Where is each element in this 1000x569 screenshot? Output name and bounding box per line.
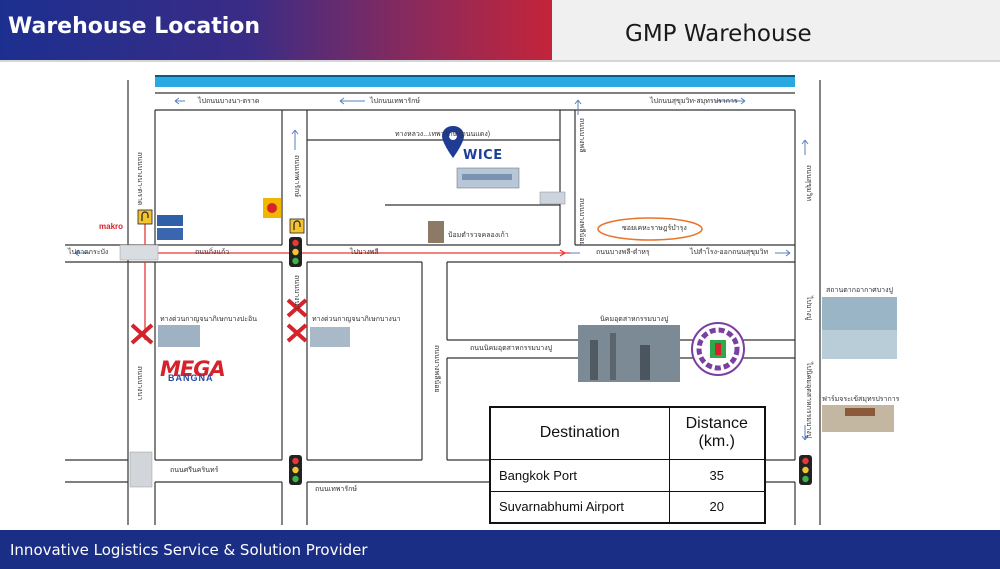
distance-cell: 20 xyxy=(668,490,766,524)
distance-table-header-row: Destination Distance (km.) xyxy=(489,406,766,460)
road-label-vertical-bangpu: ไปบางปู xyxy=(805,296,812,321)
road-label-vertical-estate: ไปนิคมอุตสาหกรรมบางปู xyxy=(805,362,812,439)
page-title: Warehouse Location xyxy=(8,14,261,39)
landmark-label-bangpu-resort: สถานตากอากาศบางปู xyxy=(826,287,893,294)
toll-plaza-photo xyxy=(119,244,159,261)
market-photo xyxy=(428,221,444,243)
landmark-label-expressway-mid: ทางด่วนกาญจนาภิเษกบางนา xyxy=(312,316,401,323)
landmark-label-expressway-left: ทางด่วนกาญจนาภิเษกบางปะอิน xyxy=(160,316,258,323)
road-label-king-kaew: ถนนกิ่งแก้ว xyxy=(195,249,230,256)
road-label-vertical-center: ถนนบางพลีน้อย xyxy=(433,345,440,393)
road-label-vertical-left-2: ถนนบางนา xyxy=(136,366,143,401)
destination-cell: Suvarnabhumi Airport xyxy=(489,490,670,524)
distance-cell: 35 xyxy=(668,458,766,492)
expressway-photo-2 xyxy=(310,327,350,347)
road-label-theparak-bottom: ถนนเทพารักษ์ xyxy=(315,486,357,493)
direction-arrows xyxy=(74,97,809,441)
road-label-lat-krabang: ไปลาดกระบัง xyxy=(68,249,109,256)
header-distance: Distance (km.) xyxy=(668,406,766,460)
road-label-theparak: ไปถนนเทพารักษ์ xyxy=(370,98,420,105)
gate-photo xyxy=(539,191,566,205)
landmark-label-police-box: ป้อมตำรวจคลองเก้า xyxy=(448,232,509,239)
expressway-photo xyxy=(158,325,200,347)
tesco-logo xyxy=(157,215,183,226)
toll-booth-photo xyxy=(129,451,153,488)
landmark-label-campus: ซอยเคหะราษฎร์บำรุง xyxy=(622,225,687,232)
table-row: Bangkok Port 35 xyxy=(489,458,766,492)
page-subtitle: GMP Warehouse xyxy=(625,21,812,47)
footer-tagline: Innovative Logistics Service & Solution … xyxy=(10,541,368,559)
road-label-estate-road: ถนนนิคมอุตสาหกรรมบางปู xyxy=(470,345,553,352)
header-right-panel xyxy=(552,0,1000,60)
road-label-samrong: ไปสำโรง-ออกถนนสุขุมวิท xyxy=(690,249,769,256)
footer-bar: Innovative Logistics Service & Solution … xyxy=(0,530,1000,569)
road-label-sukhumvit: ไปถนนสุขุมวิท-สมุทรปราการ xyxy=(650,98,738,105)
road-label-vertical-right: ถนนบางพลี xyxy=(578,118,585,153)
road-label-vertical-right-2: ถนนบางพลีน้อย xyxy=(578,198,585,246)
location-map: ไปถนนบางนา-ตราด ไปถนนเทพารักษ์ ไปถนนสุขุ… xyxy=(65,75,900,525)
header-destination: Destination xyxy=(489,406,670,460)
river xyxy=(155,77,795,87)
warehouse-pin-icon xyxy=(442,126,464,158)
wice-logo: WICE xyxy=(463,148,503,163)
road-label-vertical-mid: ถนนเทพารักษ์ xyxy=(293,155,300,197)
mega-bangna-sub: BANGNA xyxy=(168,373,214,383)
header-banner: Warehouse Location xyxy=(0,0,552,60)
traffic-light-icon-3 xyxy=(799,455,812,485)
road-network xyxy=(65,80,821,525)
traffic-light-icon-2 xyxy=(289,455,302,485)
road-label-bang-phli: ไปบางพลี xyxy=(350,249,379,256)
distance-table: Destination Distance (km.) Bangkok Port … xyxy=(489,406,766,524)
route-line xyxy=(144,215,570,340)
landmark-label-crocodile-farm: ฟาร์มจระเข้สมุทรปราการ xyxy=(822,396,900,403)
road-label-vertical-mid-2: ถนนบางนา xyxy=(293,275,300,310)
destination-cell: Bangkok Port xyxy=(489,458,670,492)
road-label-bangna-trat: ไปถนนบางนา-ตราด xyxy=(198,98,260,105)
road-label-srinagarindra: ถนนศรีนครินทร์ xyxy=(170,467,219,474)
table-row: Suvarnabhumi Airport 20 xyxy=(489,490,766,524)
makro-logo: makro xyxy=(99,222,124,231)
road-label-bangphli-tamru: ถนนบางพลี-ตำหรุ xyxy=(596,249,650,256)
traffic-light-icon xyxy=(289,237,302,267)
road-label-warehouse-road: ทางหลวง...เทพารักษ์ (ถนนแดง) xyxy=(395,131,491,138)
industrial-estate-logo xyxy=(691,322,745,376)
road-label-vertical-left: ถนนบางนา-ตราด xyxy=(136,152,143,206)
expressway-interchange-icon xyxy=(130,298,308,345)
road-label-vertical-sukhumvit: ถนนสุขุมวิท xyxy=(805,165,812,202)
header-divider xyxy=(0,60,1000,62)
landmark-label-estate: นิคมอุตสาหกรรมบางปู xyxy=(600,316,669,323)
map-drawing xyxy=(65,75,897,525)
mega-bangna-logo: MEGA xyxy=(160,357,226,381)
campus-callout xyxy=(597,217,703,241)
